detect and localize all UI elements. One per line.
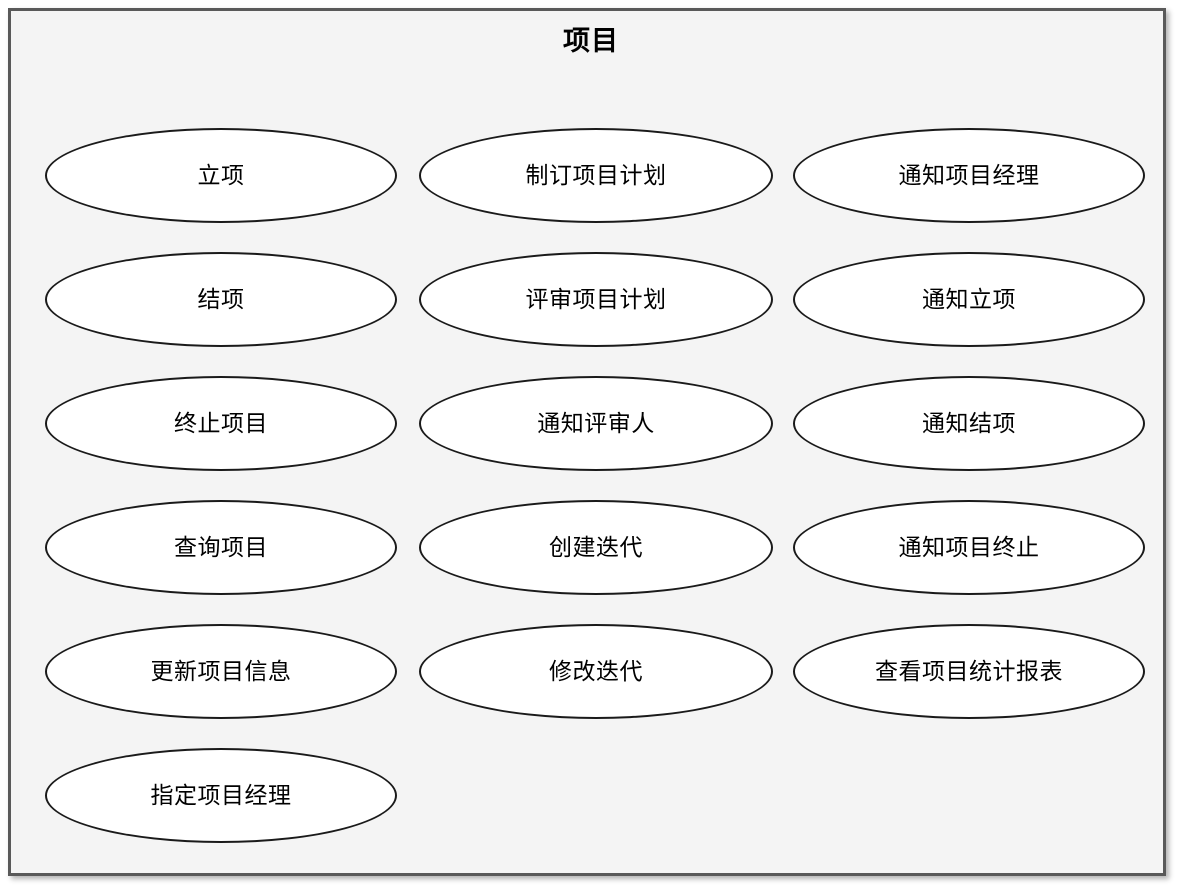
use-case-label: 通知项目终止 bbox=[898, 533, 1040, 560]
use-case-ellipse[interactable]: 制订项目计划 bbox=[419, 128, 773, 223]
use-case-ellipse[interactable]: 立项 bbox=[45, 128, 397, 223]
use-case-ellipse[interactable]: 通知评审人 bbox=[419, 376, 773, 471]
use-case-ellipse[interactable]: 更新项目信息 bbox=[45, 624, 397, 719]
use-case-ellipse[interactable]: 评审项目计划 bbox=[419, 252, 773, 347]
use-case-label: 通知评审人 bbox=[537, 409, 655, 436]
use-case-label: 创建迭代 bbox=[549, 533, 643, 560]
use-case-label: 终止项目 bbox=[174, 409, 268, 436]
use-case-label: 查询项目 bbox=[174, 533, 268, 560]
use-case-label: 评审项目计划 bbox=[525, 285, 667, 312]
use-case-label: 更新项目信息 bbox=[150, 657, 292, 684]
use-case-label: 通知项目经理 bbox=[898, 161, 1040, 188]
use-case-ellipse[interactable]: 通知项目经理 bbox=[793, 128, 1145, 223]
use-case-ellipse[interactable]: 结项 bbox=[45, 252, 397, 347]
use-case-label: 通知结项 bbox=[922, 409, 1016, 436]
use-case-ellipse[interactable]: 通知立项 bbox=[793, 252, 1145, 347]
use-case-label: 结项 bbox=[197, 285, 245, 312]
use-case-ellipse[interactable]: 指定项目经理 bbox=[45, 748, 397, 843]
use-case-label: 修改迭代 bbox=[549, 657, 643, 684]
use-case-ellipse[interactable]: 终止项目 bbox=[45, 376, 397, 471]
use-case-label: 制订项目计划 bbox=[525, 161, 667, 188]
use-case-ellipse[interactable]: 查看项目统计报表 bbox=[793, 624, 1145, 719]
use-case-label: 立项 bbox=[197, 161, 245, 188]
use-case-label: 查看项目统计报表 bbox=[875, 657, 1063, 684]
use-case-label: 指定项目经理 bbox=[150, 781, 292, 808]
use-case-ellipse[interactable]: 通知项目终止 bbox=[793, 500, 1145, 595]
use-case-ellipse[interactable]: 修改迭代 bbox=[419, 624, 773, 719]
package-title: 项目 bbox=[563, 26, 619, 56]
use-case-ellipse[interactable]: 创建迭代 bbox=[419, 500, 773, 595]
use-case-label: 通知立项 bbox=[922, 285, 1016, 312]
use-case-ellipse[interactable]: 查询项目 bbox=[45, 500, 397, 595]
use-case-ellipse[interactable]: 通知结项 bbox=[793, 376, 1145, 471]
